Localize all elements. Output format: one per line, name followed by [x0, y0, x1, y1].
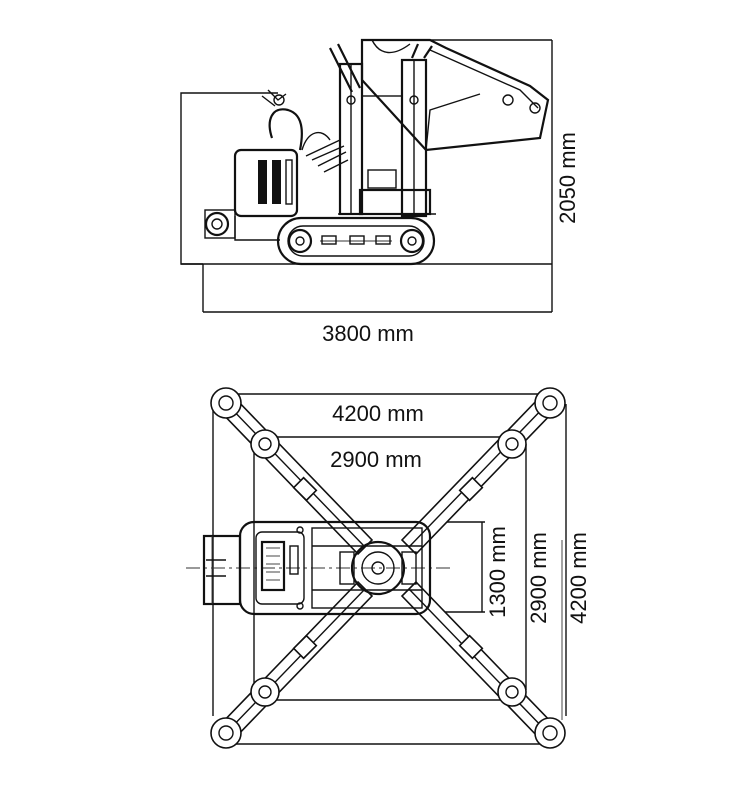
body-width-label: 1300 mm: [485, 526, 510, 618]
top-view-dimensions: 4200 mm 2900 mm 1300 mm 2900 mm 4200 mm: [330, 401, 591, 624]
height-dimension-label: 2050 mm: [555, 132, 580, 224]
chassis-top: [202, 520, 432, 616]
length-dimension-label: 3800 mm: [322, 321, 414, 346]
outrigger-pads: [210, 387, 566, 749]
outer-width-label: 4200 mm: [332, 401, 424, 426]
side-view-machine: [180, 38, 553, 313]
top-view-machine: [186, 387, 567, 749]
side-view-dimensions: 3800 mm 2050 mm: [322, 132, 580, 346]
outer-depth-label: 4200 mm: [566, 532, 591, 624]
inner-width-label: 2900 mm: [330, 447, 422, 472]
inner-depth-label: 2900 mm: [526, 532, 551, 624]
